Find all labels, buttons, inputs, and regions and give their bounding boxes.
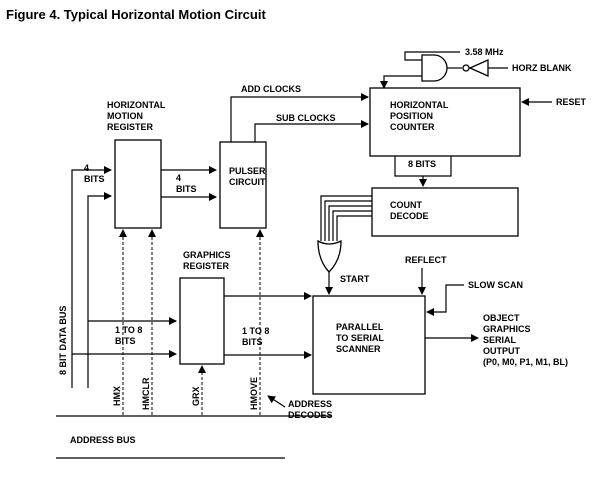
svg-text:PARALLEL: PARALLEL [336,322,384,332]
slow-scan-label: SLOW SCAN [468,280,523,290]
svg-text:SERIAL: SERIAL [483,335,517,345]
slow-scan-wire [426,284,464,316]
figure-title: Figure 4. Typical Horizontal Motion Circ… [6,7,266,22]
inverter-bubble-icon [462,64,470,72]
hmclr-label: HMCLR [141,377,151,410]
svg-text:PULSER: PULSER [229,166,266,176]
svg-text:REGISTER: REGISTER [107,122,154,132]
svg-text:BITS: BITS [242,337,263,347]
clock-label: 3.58 MHz [465,47,504,57]
start-label: START [340,274,370,284]
and-gate-icon [421,54,448,82]
svg-text:CIRCUIT: CIRCUIT [229,177,266,187]
svg-text:COUNT: COUNT [390,200,422,210]
parallel-to-serial-scanner-block [312,295,426,395]
svg-text:DECODES: DECODES [288,410,333,420]
hmr-output-bits-label: 4 BITS [176,173,197,194]
hmr-input-bits-label: 4 BITS [84,163,105,184]
svg-text:HORIZONTAL: HORIZONTAL [390,100,449,110]
svg-text:REGISTER: REGISTER [183,261,230,271]
svg-text:COUNTER: COUNTER [390,122,435,132]
svg-text:BITS: BITS [115,336,136,346]
svg-text:GRAPHICS: GRAPHICS [483,324,531,334]
graphics-register-block [179,277,225,365]
svg-text:4: 4 [84,163,89,173]
sub-clocks-wire [254,120,369,142]
reset-label: RESET [556,97,587,107]
hmove-label: HMOVE [249,377,259,410]
svg-text:BITS: BITS [176,184,197,194]
inverter-icon [468,58,489,78]
data-bus-label: 8 BIT DATA BUS [58,306,68,375]
svg-text:BITS: BITS [84,174,105,184]
horizontal-motion-register-block [114,139,162,229]
address-decodes-pointer [267,395,286,408]
data-bus-top-wire [71,166,112,388]
svg-text:ADDRESS: ADDRESS [288,399,332,409]
svg-text:1 TO 8: 1 TO 8 [242,326,269,336]
svg-text:GRAPHICS: GRAPHICS [183,250,231,260]
svg-text:1 TO 8: 1 TO 8 [115,325,142,335]
or-gate-icon [317,239,342,273]
add-clocks-wire [230,93,369,142]
svg-text:HORIZONTAL: HORIZONTAL [107,100,166,110]
counter-bits-label: 8 BITS [408,159,436,169]
svg-text:TO SERIAL: TO SERIAL [336,333,384,343]
decode-outputs [320,195,372,241]
hmr-label: HORIZONTAL MOTION REGISTER [107,100,166,132]
grx-label: GRX [191,386,201,406]
svg-text:POSITION: POSITION [390,111,433,121]
horizontal-position-counter-block [369,87,521,157]
svg-text:4: 4 [176,173,181,183]
count-decode-block [371,187,519,237]
gated-clock-wire [380,75,422,89]
hmx-label: HMX [112,386,122,406]
gfx-input-bits-label: 1 TO 8 BITS [115,325,142,346]
scanner-label: PARALLEL TO SERIAL SCANNER [336,322,384,354]
data-bus-hmr-wire [87,192,112,388]
svg-text:DECODE: DECODE [390,211,429,221]
reflect-label: REFLECT [405,255,447,265]
gfx-output-bits-label: 1 TO 8 BITS [242,326,269,347]
svg-text:(P0, M0, P1, M1, BL): (P0, M0, P1, M1, BL) [483,357,568,367]
pulser-label: PULSER CIRCUIT [229,166,266,187]
svg-text:MOTION: MOTION [107,111,143,121]
address-decodes-label: ADDRESS DECODES [288,399,333,420]
add-clocks-label: ADD CLOCKS [241,84,301,94]
count-decode-label: COUNT DECODE [390,200,429,221]
serial-output-label: OBJECT GRAPHICS SERIAL OUTPUT (P0, M0, P… [483,313,568,367]
svg-text:OBJECT: OBJECT [483,313,520,323]
svg-text:OUTPUT: OUTPUT [483,346,521,356]
sub-clocks-label: SUB CLOCKS [276,113,336,123]
address-bus-label: ADDRESS BUS [70,435,136,445]
hpc-label: HORIZONTAL POSITION COUNTER [390,100,449,132]
svg-text:SCANNER: SCANNER [336,344,381,354]
graphics-register-label: GRAPHICS REGISTER [183,250,231,271]
clock-wire [404,51,460,61]
horz-blank-label: HORZ BLANK [512,63,572,73]
pulser-circuit-block [219,141,267,229]
